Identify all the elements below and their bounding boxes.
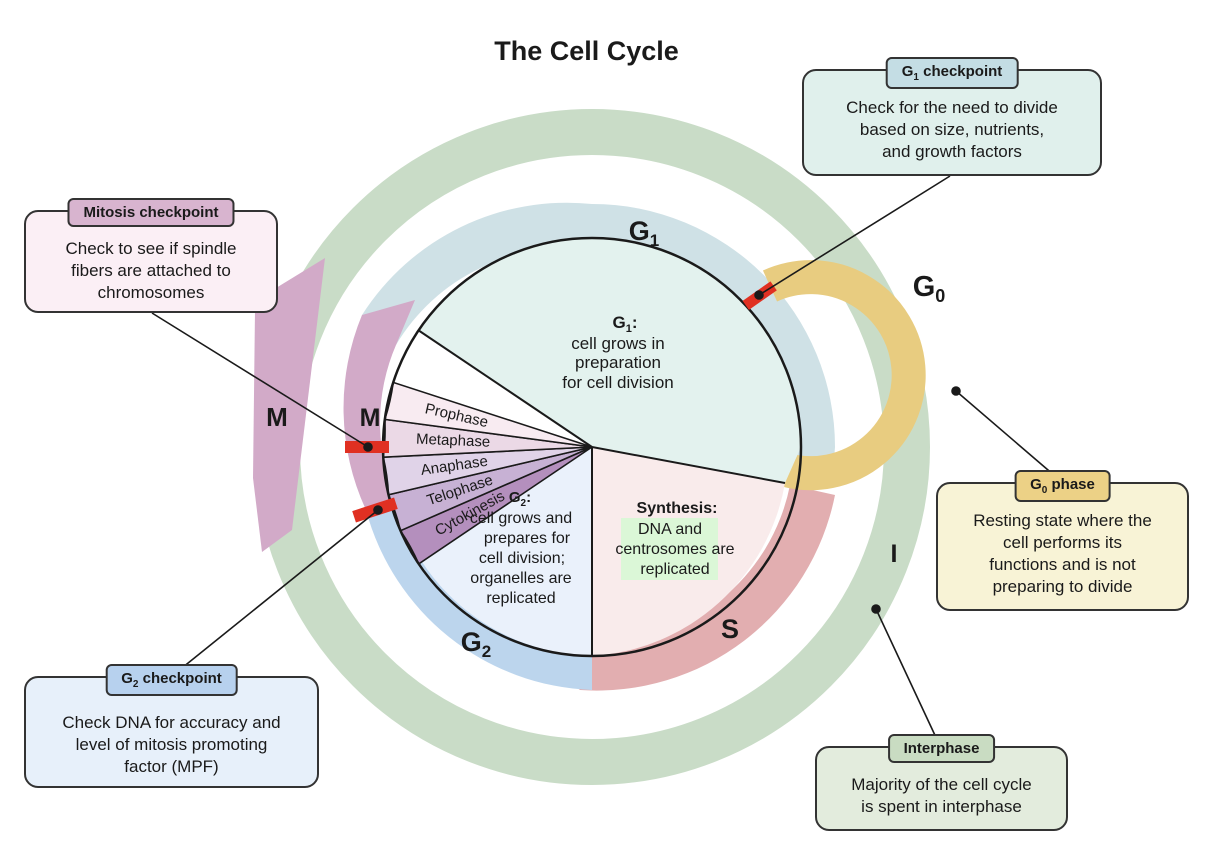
g0-ring-letter: G	[913, 271, 936, 303]
g2-checkpoint-title: G2 checkpoint	[105, 664, 238, 696]
g2-checkpoint-line-2: level of mitosis promoting	[75, 735, 268, 754]
center-circle: CytokinesisTelophaseAnaphaseMetaphasePro…	[381, 236, 803, 658]
interphase-body: Majority of the cell cycle is spent in i…	[825, 774, 1058, 818]
g1-checkpoint-title-letter: G	[901, 63, 914, 80]
g1-checkpoint-line-3: and growth factors	[882, 142, 1022, 161]
synthesis-line-1: DNA and	[638, 521, 702, 538]
synthesis-line-3: replicated	[640, 561, 709, 578]
g0-phase-line-3: functions and is not	[989, 555, 1136, 574]
g1-checkpoint-body: Check for the need to divide based on si…	[812, 97, 1092, 163]
g2-wedge-line-1: cell grows and	[470, 510, 572, 527]
s-ring-label: S	[721, 614, 739, 644]
g0-phase-line-2: cell performs its	[1002, 533, 1123, 552]
interphase-line-2: is spent in interphase	[861, 797, 1022, 816]
g0-phase-title-letter: G	[1030, 476, 1042, 493]
interphase-ring	[253, 109, 930, 785]
g1-wedge-colon: :	[632, 313, 638, 332]
g2-ring-label: G2	[461, 627, 491, 661]
synthesis-highlight	[621, 518, 718, 580]
g2-ring-subscript: 2	[482, 642, 491, 661]
g1-ring-label: G1	[629, 216, 659, 250]
g2-checkpoint-card: G2 checkpoint Check DNA for accuracy and…	[24, 664, 319, 788]
mitosis-checkpoint-title: Mitosis checkpoint	[67, 198, 235, 227]
mitosis-checkpoint-line-1: Check to see if spindle	[65, 239, 237, 258]
g1-wedge-subscript: 1	[626, 323, 632, 335]
inner-m-label: M	[360, 404, 381, 432]
diagram-title: The Cell Cycle	[494, 36, 679, 66]
g2-wedge-line-2: prepares for	[484, 530, 571, 547]
mitosis-checkpoint-connector	[151, 312, 369, 448]
g2-ring-letter: G	[461, 627, 482, 657]
g2-wedge-letter: G	[509, 489, 521, 506]
divider-g1-s	[591, 446, 786, 484]
interphase-line-1: Majority of the cell cycle	[851, 775, 1032, 794]
g1-checkpoint-line-1: Check for the need to divide	[846, 98, 1058, 117]
g2-checkpoint-title-letter: G	[121, 670, 133, 687]
inner-mitosis-band	[343, 300, 415, 510]
mitosis-wedges: CytokinesisTelophaseAnaphaseMetaphasePro…	[382, 381, 593, 566]
outer-m-label: M	[266, 402, 288, 432]
g2-wedge-colon: :	[526, 489, 531, 506]
mitosis-checkpoint-dot	[363, 442, 373, 452]
g1-checkpoint-title-sub: 1	[913, 72, 919, 83]
g0-ring-subscript: 0	[935, 286, 945, 306]
interphase-card: Interphase Majority of the cell cycle is…	[815, 734, 1068, 831]
mitosis-checkpoint-line-3: chromosomes	[97, 283, 205, 302]
g1-band-left	[362, 202, 592, 345]
interphase-title: Interphase	[887, 734, 996, 763]
g1-checkpoint-line-2: based on size, nutrients,	[859, 120, 1045, 139]
g0-arc	[762, 260, 926, 491]
g2-wedge-heading: G2:	[509, 489, 531, 509]
interphase-connector	[875, 608, 941, 747]
g2-wedge-line-5: replicated	[486, 590, 555, 607]
g1-wedge-line-1: cell grows in	[571, 334, 665, 353]
g1-checkpoint-connector	[758, 175, 951, 296]
mitosis-checkpoint-card: Mitosis checkpoint Check to see if spind…	[24, 198, 278, 313]
g2-wedge-line-3: cell division;	[479, 550, 565, 567]
mitosis-phase-label-metaphase: Metaphase	[416, 431, 491, 451]
g0-connector	[955, 390, 1063, 483]
g1-wedge-line-2: preparation	[575, 353, 661, 372]
outer-mitosis-arrow	[253, 258, 325, 552]
interphase-ring-label: I	[891, 540, 898, 568]
g1-checkpoint-title: G1 checkpoint	[885, 57, 1019, 89]
g1-checkpoint-card: G1 checkpoint Check for the need to divi…	[802, 57, 1102, 176]
g1-checkpoint-dot	[754, 290, 764, 300]
ring-labels: M M G1 G2 S G0 I	[266, 216, 945, 661]
g1-ring-subscript: 1	[650, 231, 659, 250]
g2-wedge-subscript: 2	[521, 498, 527, 509]
g0-phase-card: G0 phase Resting state where the cell pe…	[936, 470, 1189, 611]
g1-wedge-line-3: for cell division	[562, 373, 674, 392]
g2-checkpoint-title-tail: checkpoint	[138, 670, 222, 687]
g2-checkpoint-title-sub: 2	[132, 679, 139, 690]
g1-wedge-heading: G1:	[612, 313, 637, 335]
g1-wedge-letter: G	[612, 313, 625, 332]
g2-checkpoint-connector	[171, 509, 379, 677]
g0-phase-title: G0 phase	[1014, 470, 1111, 502]
g0-dot	[951, 386, 961, 396]
g0-phase-title-sub: 0	[1041, 485, 1048, 496]
interphase-dot	[871, 604, 881, 614]
g0-ring-label: G0	[913, 271, 946, 306]
mitosis-checkpoint-body: Check to see if spindle fibers are attac…	[34, 238, 268, 304]
mitosis-checkpoint-line-2: fibers are attached to	[71, 261, 231, 280]
g1-checkpoint-title-tail: checkpoint	[918, 63, 1003, 80]
g0-phase-title-tail: phase	[1047, 476, 1095, 493]
divider-g1-mitosis	[417, 329, 593, 448]
g1-wedge	[418, 236, 802, 483]
g2-checkpoint-body: Check DNA for accuracy and level of mito…	[34, 712, 309, 778]
g0-phase-body: Resting state where the cell performs it…	[946, 510, 1179, 598]
synthesis-heading: Synthesis:	[637, 500, 718, 517]
connector-lines	[151, 175, 1063, 747]
g1-ring-letter: G	[629, 216, 650, 246]
g2-checkpoint-line-1: Check DNA for accuracy and	[62, 713, 281, 732]
synthesis-line-2: centrosomes are	[615, 541, 734, 558]
g2-checkpoint-dot	[373, 505, 383, 515]
g0-phase-line-1: Resting state where the	[973, 511, 1152, 530]
g2-wedge-line-4: organelles are	[470, 570, 572, 587]
g0-phase-line-4: preparing to divide	[992, 577, 1133, 596]
g2-checkpoint-line-3: factor (MPF)	[124, 757, 219, 776]
wedge-text: G1: cell grows in preparation for cell d…	[470, 313, 735, 607]
